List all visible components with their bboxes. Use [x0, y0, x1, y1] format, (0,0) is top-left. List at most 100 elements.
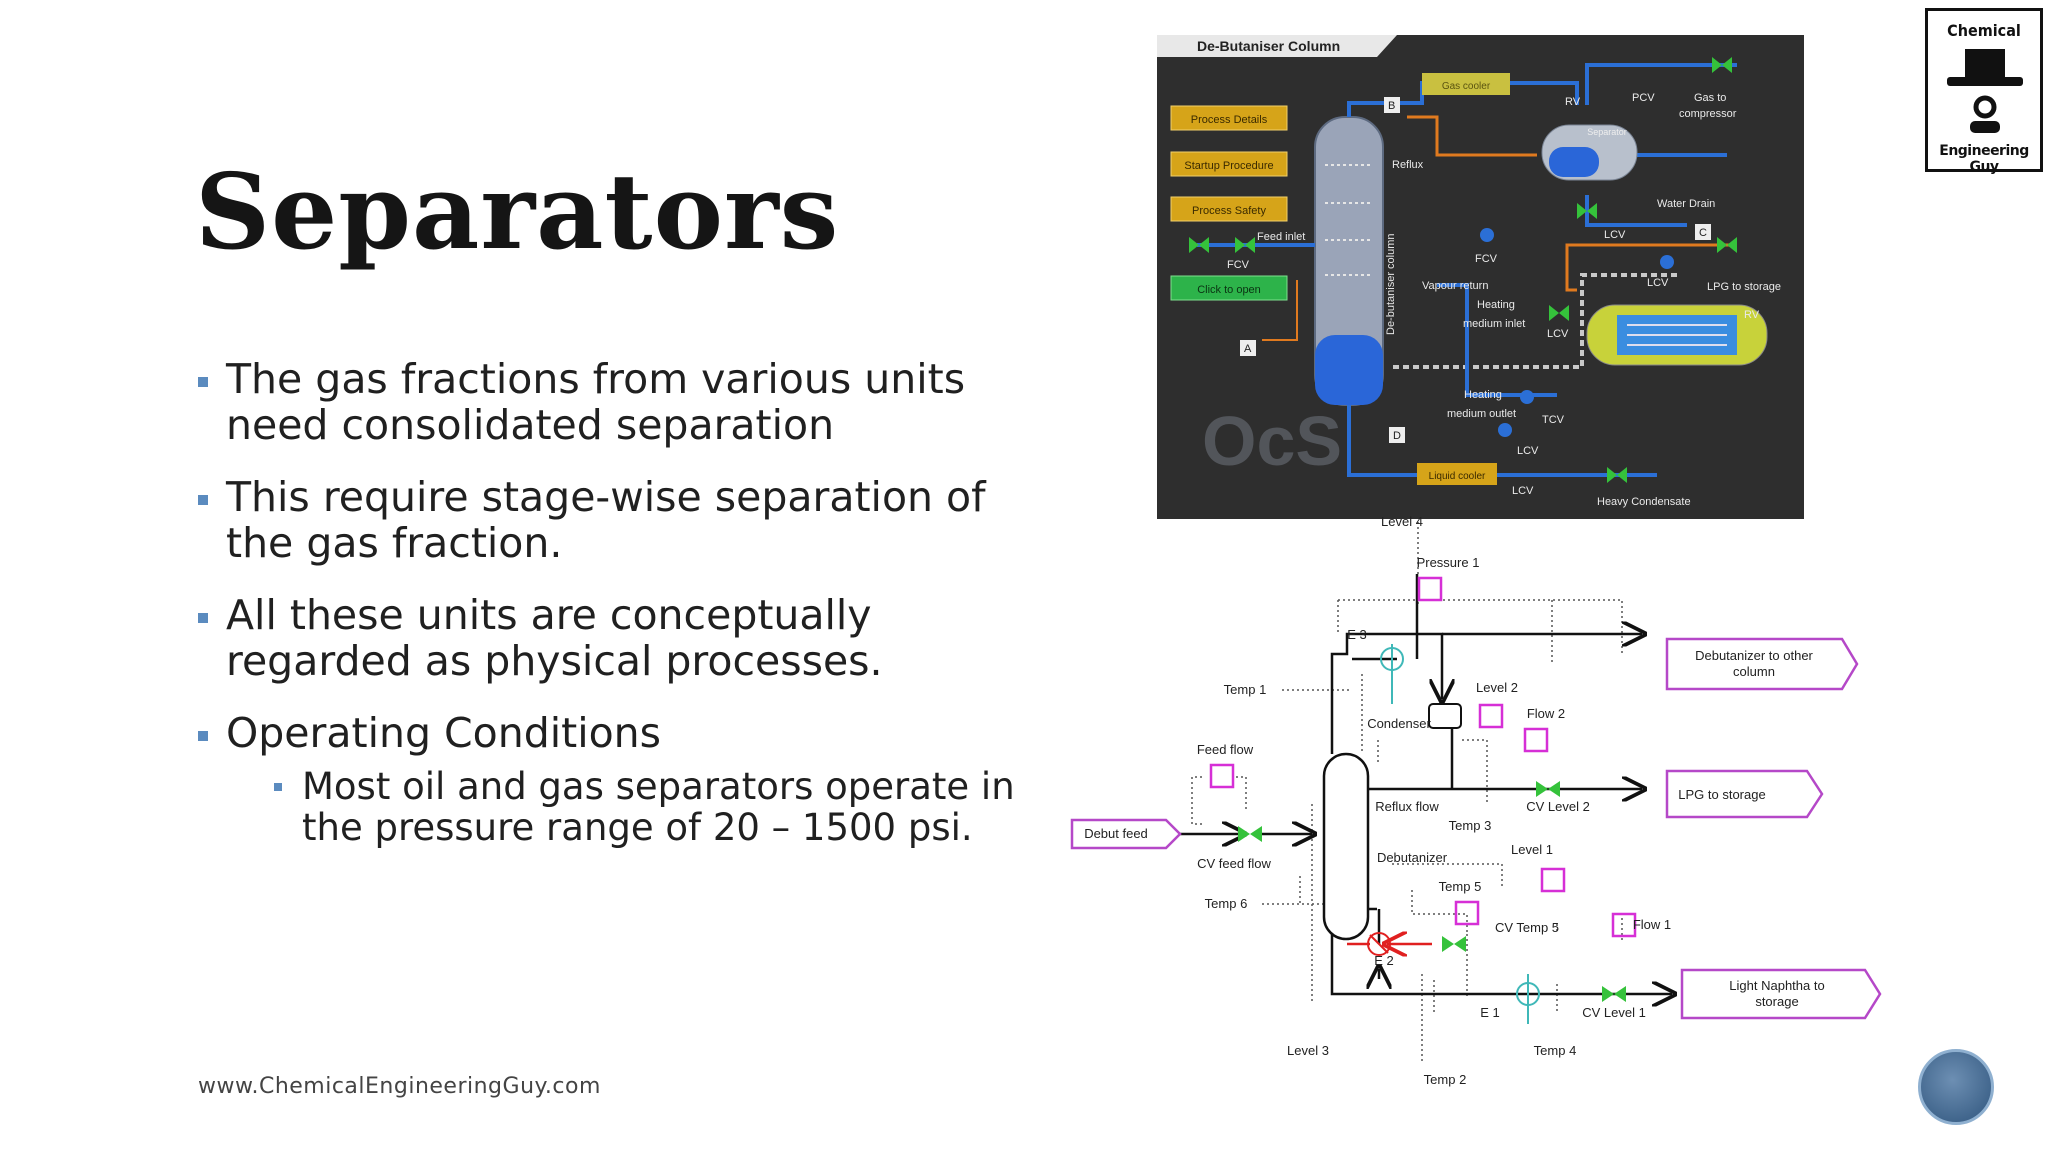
- control-valve-icons: [1480, 228, 1674, 437]
- hat-face-icon: [1947, 49, 2023, 133]
- svg-text:Feed inlet: Feed inlet: [1257, 231, 1305, 243]
- svg-text:Debutanizer: Debutanizer: [1377, 850, 1448, 865]
- svg-text:LCV: LCV: [1547, 328, 1569, 340]
- svg-text:LPG to storage: LPG to storage: [1678, 787, 1765, 802]
- svg-text:medium inlet: medium inlet: [1463, 318, 1525, 330]
- svg-text:Condenser: Condenser: [1367, 716, 1431, 731]
- svg-text:E 1: E 1: [1480, 1005, 1500, 1020]
- debutanizer-flow-diagram: Level 4 Pressure 1 E 3 Debutanizer to ot…: [1070, 514, 1882, 1087]
- feed-trace: [1262, 280, 1298, 341]
- svg-text:Flow 1: Flow 1: [1633, 917, 1671, 932]
- screenshot-labels: Reflux Feed inlet FCV FCV RV PCV Gas to …: [1227, 92, 1781, 508]
- svg-text:Temp 6: Temp 6: [1205, 896, 1248, 911]
- svg-text:CV Temp 5: CV Temp 5: [1495, 920, 1559, 935]
- svg-text:Temp 1: Temp 1: [1224, 682, 1267, 697]
- navigation-button[interactable]: [1918, 1049, 1994, 1125]
- svg-text:LCV: LCV: [1517, 445, 1539, 457]
- svg-text:Debutanizer to other: Debutanizer to other: [1695, 648, 1813, 663]
- svg-text:Reflux flow: Reflux flow: [1375, 799, 1439, 814]
- e3-exchanger: [1380, 644, 1404, 704]
- svg-text:E 2: E 2: [1374, 953, 1394, 968]
- bullet-item: The gas fractions from various units nee…: [196, 356, 1046, 448]
- logo-top-text: Chemical: [1947, 21, 2021, 40]
- svg-text:CV feed flow: CV feed flow: [1197, 856, 1271, 871]
- startup-procedure-button[interactable]: Startup Procedure: [1170, 151, 1288, 177]
- diagram-labels: Level 4 Pressure 1 E 3 Debutanizer to ot…: [1084, 514, 1825, 1087]
- svg-text:Heavy Condensate: Heavy Condensate: [1597, 496, 1691, 508]
- instrument-boxes: [1209, 576, 1637, 938]
- reflux-pipe: [1407, 115, 1537, 157]
- svg-text:Light Naphtha to: Light Naphtha to: [1729, 978, 1824, 993]
- svg-text:storage: storage: [1755, 994, 1798, 1009]
- svg-text:FCV: FCV: [1227, 259, 1250, 271]
- e1-exchanger: [1516, 974, 1540, 1024]
- svg-text:Water Drain: Water Drain: [1657, 198, 1715, 210]
- bullet-item: All these units are conceptually regarde…: [196, 592, 1046, 684]
- screenshot-markers: B A C D: [1240, 97, 1711, 443]
- svg-text:Click to open: Click to open: [1197, 284, 1261, 296]
- separator-vessel: Separator: [1541, 124, 1638, 181]
- footer-url[interactable]: www.ChemicalEngineeringGuy.com: [198, 1074, 601, 1099]
- svg-text:CV Level 1: CV Level 1: [1582, 1005, 1646, 1020]
- process-safety-button[interactable]: Process Safety: [1170, 196, 1288, 222]
- process-details-button[interactable]: Process Details: [1170, 105, 1288, 131]
- svg-text:C: C: [1699, 227, 1707, 239]
- svg-text:RV: RV: [1565, 96, 1581, 108]
- svg-text:LPG to storage: LPG to storage: [1707, 281, 1781, 293]
- chemical-engineering-guy-logo: Chemical Engineering Guy: [1925, 8, 2043, 175]
- gas-cooler: Gas cooler: [1422, 73, 1510, 95]
- lpg-pipe: [1565, 243, 1737, 292]
- liquid-cooler: Liquid cooler: [1417, 463, 1497, 485]
- svg-text:Debut feed: Debut feed: [1084, 826, 1148, 841]
- process-lines: [1175, 574, 1672, 994]
- svg-text:LCV: LCV: [1604, 229, 1626, 241]
- svg-text:Heating: Heating: [1477, 299, 1515, 311]
- ocs-watermark: OcS: [1202, 402, 1342, 480]
- svg-text:column: column: [1733, 664, 1775, 679]
- svg-text:E 3: E 3: [1347, 627, 1367, 642]
- svg-text:PCV: PCV: [1632, 92, 1655, 104]
- svg-text:Feed flow: Feed flow: [1197, 742, 1254, 757]
- condenser: [1428, 703, 1462, 729]
- svg-text:Level 3: Level 3: [1287, 1043, 1329, 1058]
- svg-text:Temp 2: Temp 2: [1424, 1072, 1467, 1087]
- svg-text:Process Details: Process Details: [1191, 114, 1268, 126]
- svg-text:Separator: Separator: [1587, 127, 1627, 137]
- valve-icons: [1189, 57, 1737, 483]
- svg-text:Pressure 1: Pressure 1: [1417, 555, 1480, 570]
- screenshot-title-tab: [1157, 35, 1397, 57]
- svg-text:Vapour return: Vapour return: [1422, 280, 1488, 292]
- svg-text:Temp 3: Temp 3: [1449, 818, 1492, 833]
- e2-heater: [1367, 932, 1391, 956]
- click-to-open-button[interactable]: Click to open: [1170, 275, 1288, 301]
- svg-text:Process Safety: Process Safety: [1192, 205, 1266, 217]
- svg-text:Startup Procedure: Startup Procedure: [1184, 160, 1273, 172]
- svg-text:A: A: [1244, 343, 1252, 355]
- bullet-item: Operating Conditions: [196, 710, 1046, 756]
- svg-text:D: D: [1393, 430, 1401, 442]
- svg-text:Level 2: Level 2: [1476, 680, 1518, 695]
- svg-text:Gas cooler: Gas cooler: [1442, 81, 1491, 92]
- svg-text:FCV: FCV: [1475, 253, 1498, 265]
- svg-text:Level 1: Level 1: [1511, 842, 1553, 857]
- svg-text:Heating: Heating: [1464, 389, 1502, 401]
- output-tags: [1070, 637, 1882, 1020]
- svg-text:Flow 2: Flow 2: [1527, 706, 1565, 721]
- svg-text:B: B: [1388, 100, 1395, 112]
- svg-text:TCV: TCV: [1542, 414, 1565, 426]
- svg-text:Reflux: Reflux: [1392, 159, 1424, 171]
- svg-text:CV Level 2: CV Level 2: [1526, 799, 1590, 814]
- svg-text:Temp 5: Temp 5: [1439, 879, 1482, 894]
- svg-text:Temp 4: Temp 4: [1534, 1043, 1577, 1058]
- sub-bullet-item: Most oil and gas separators operate in t…: [272, 766, 1046, 848]
- slide-title: Separators: [195, 150, 840, 273]
- logo-bottom-text: Engineering Guy: [1939, 143, 2029, 175]
- bullet-list: The gas fractions from various units nee…: [196, 356, 1046, 848]
- svg-text:compressor: compressor: [1679, 108, 1737, 120]
- reboiler: [1586, 304, 1768, 366]
- column-label: De-butaniser column: [1385, 234, 1397, 336]
- valve-icons: [1238, 781, 1626, 1002]
- bullet-item: This require stage-wise separation of th…: [196, 474, 1046, 566]
- debutaniser-process-graphic: De-Butaniser Column Process Details Star…: [1157, 35, 1804, 519]
- svg-text:RV: RV: [1744, 309, 1760, 321]
